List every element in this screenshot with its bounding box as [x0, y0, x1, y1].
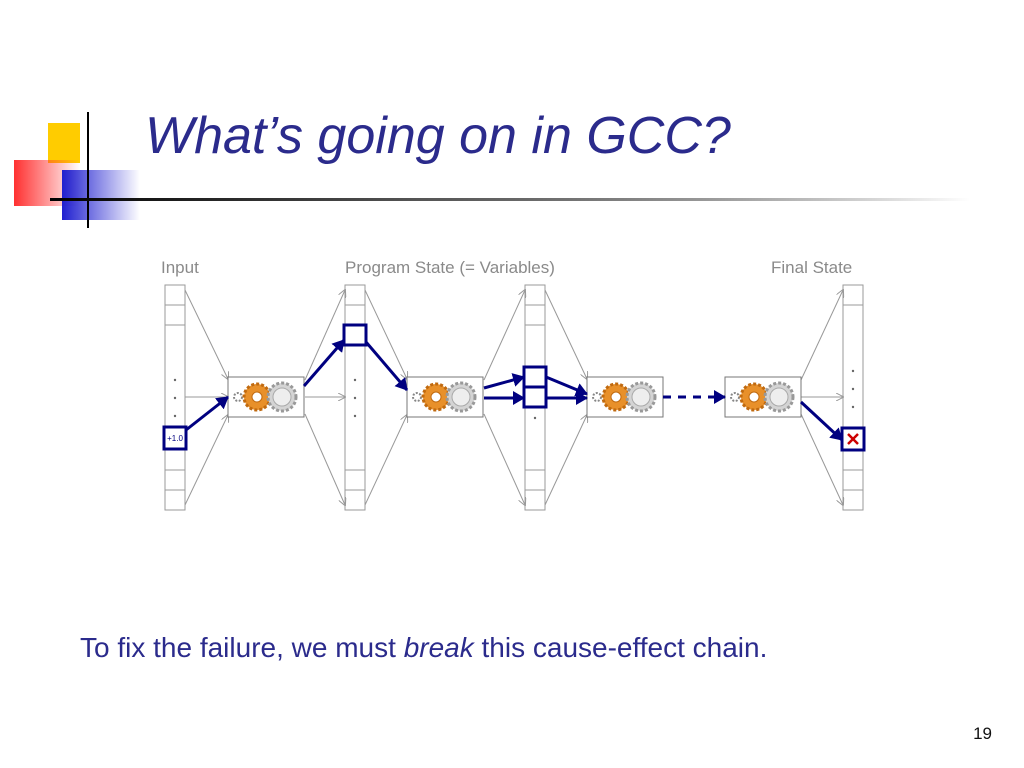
slide-title: What’s going on in GCC? — [145, 107, 731, 165]
input-state-column — [164, 284, 186, 511]
small-gear-icon — [730, 392, 740, 402]
small-gear-icon — [412, 392, 422, 402]
program-state-label: Program State (= Variables) — [345, 258, 555, 277]
title-underline — [50, 198, 970, 201]
caption-text-before: To fix the failure, we must — [80, 632, 404, 663]
blue-square — [62, 170, 140, 220]
yellow-square — [48, 123, 80, 163]
computation-step-3 — [586, 376, 664, 418]
caption-emphasis: break — [403, 632, 474, 663]
computation-step-4 — [724, 376, 802, 418]
input-cell-value: +1.0 — [167, 434, 183, 443]
state-2-cell-highlight-b — [522, 385, 548, 409]
small-gear-icon — [592, 392, 602, 402]
final-state-column — [842, 284, 864, 511]
input-cell-highlight — [162, 425, 188, 451]
program-state-column-1 — [344, 284, 366, 511]
state-2-cell-highlight-a — [522, 365, 548, 389]
final-state-label: Final State — [771, 258, 852, 277]
computation-step-1 — [227, 376, 305, 418]
input-label: Input — [161, 258, 199, 277]
state-1-cell-highlight — [342, 323, 368, 347]
slide-caption: To fix the failure, we must break this c… — [80, 632, 767, 664]
cause-effect-chain — [162, 323, 866, 452]
cause-effect-chain-diagram: Input Program State (= Variables) Final … — [161, 258, 866, 511]
corner-decoration — [14, 112, 140, 228]
caption-text-after: this cause-effect chain. — [473, 632, 768, 663]
computation-step-2 — [406, 376, 484, 418]
failure-x-icon — [847, 433, 859, 445]
page-number: 19 — [973, 724, 992, 743]
small-gear-icon — [233, 392, 243, 402]
